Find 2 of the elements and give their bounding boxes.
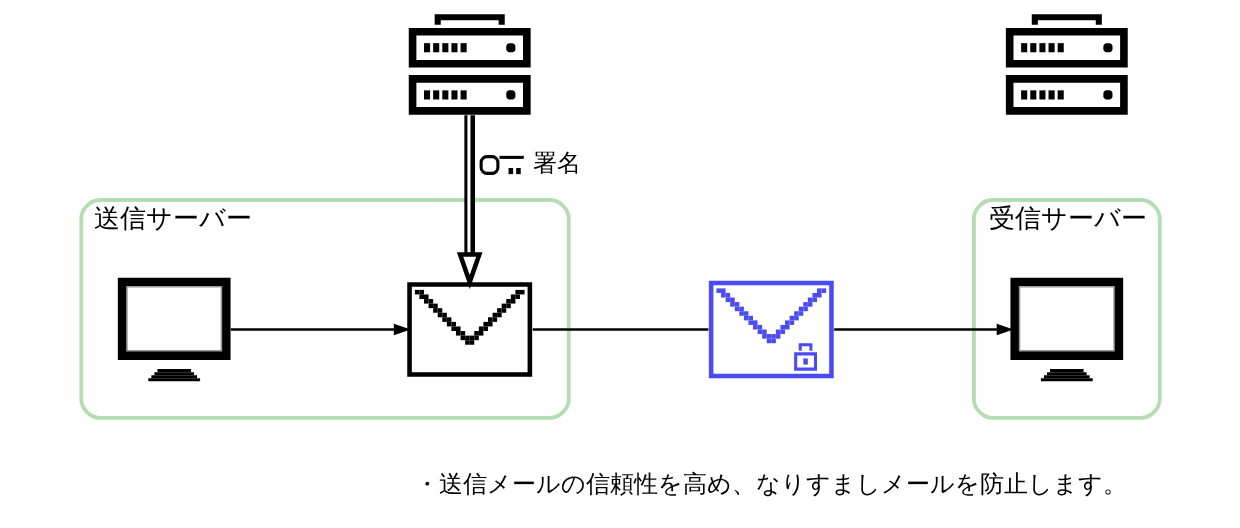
edge-label: 署名 [532,147,581,177]
label: ・送信メールの信頼性を高め、なりすましメールを防止します。 [414,469,1127,499]
